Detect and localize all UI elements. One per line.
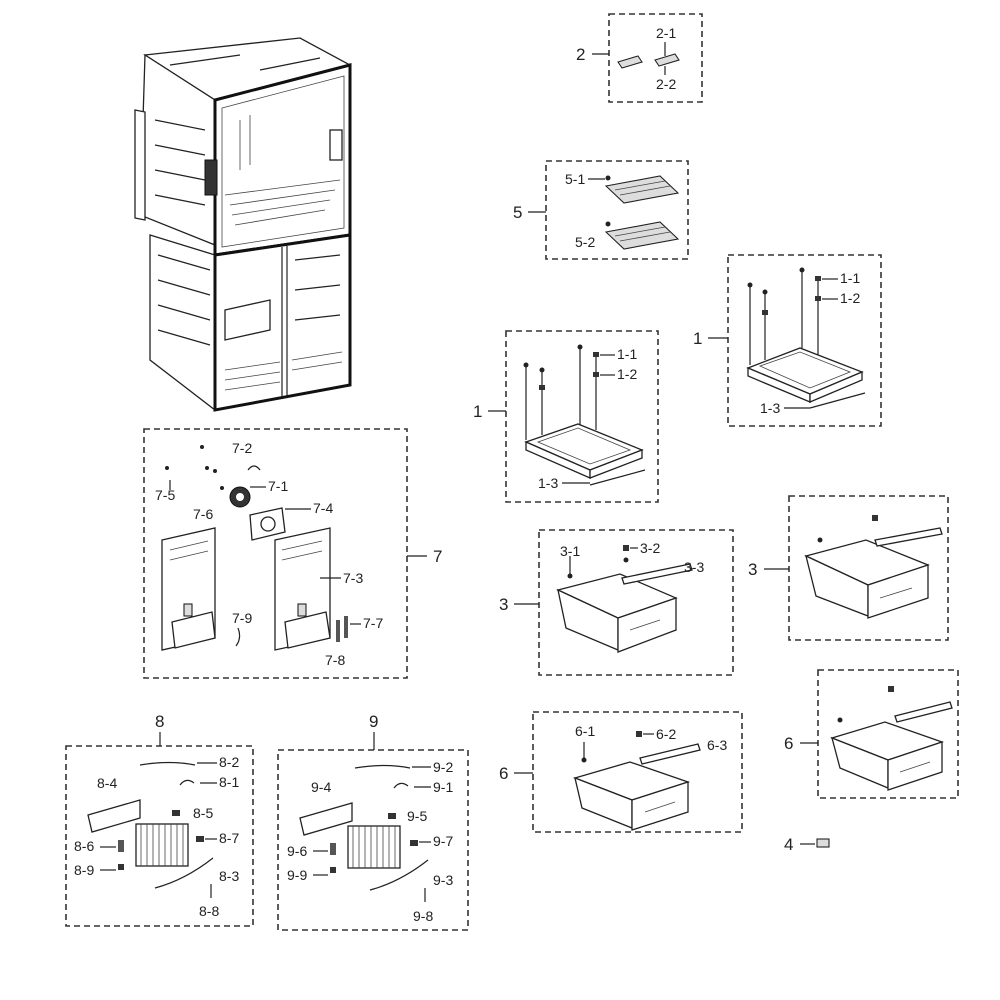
label-9-3: 9-3: [433, 872, 453, 888]
label-2-1: 2-1: [656, 25, 676, 41]
label-6-3: 6-3: [707, 737, 727, 753]
label-1-left-1: 1-1: [617, 346, 637, 362]
part-2-hinges: [617, 42, 680, 75]
group-8-label: 8: [155, 712, 164, 731]
label-5-1: 5-1: [565, 171, 585, 187]
label-1-left-2: 1-2: [617, 366, 637, 382]
label-7-4: 7-4: [313, 500, 333, 516]
part-3-left-drawer: [556, 556, 693, 653]
part-1-left-shelf: [523, 344, 646, 486]
label-9-5: 9-5: [407, 808, 427, 824]
label-7-9: 7-9: [232, 610, 252, 626]
group-7-label: 7: [433, 547, 442, 566]
part-9-condenser-assembly: [299, 764, 429, 902]
label-9-8: 9-8: [413, 908, 433, 924]
group-3-right-label: 3: [748, 560, 757, 579]
group-5-box: [545, 160, 689, 260]
label-1-left-3: 1-3: [538, 475, 558, 491]
label-3-1: 3-1: [560, 543, 580, 559]
label-2-2: 2-2: [656, 76, 676, 92]
label-5-2: 5-2: [575, 234, 595, 250]
label-9-2: 9-2: [433, 759, 453, 775]
label-7-6: 7-6: [193, 506, 213, 522]
label-8-9: 8-9: [74, 862, 94, 878]
group-7-box: [143, 428, 408, 679]
part-6-right-drawer: [830, 686, 953, 791]
group-9-label: 9: [369, 712, 378, 731]
part-7-evaporator-covers: [161, 445, 348, 651]
label-9-4: 9-4: [311, 779, 331, 795]
label-8-2: 8-2: [219, 754, 239, 770]
part-1-right-shelf: [746, 267, 866, 409]
group-1-right-box: [727, 254, 882, 427]
label-7-7: 7-7: [363, 615, 383, 631]
group-3-left-box: [538, 529, 734, 676]
part-4-clip: [816, 838, 830, 848]
group-2-label: 2: [576, 45, 585, 64]
label-9-1: 9-1: [433, 779, 453, 795]
label-3-3: 3-3: [684, 559, 704, 575]
group-6-left-label: 6: [499, 764, 508, 783]
part-5-mats: [604, 175, 680, 250]
label-7-1: 7-1: [268, 478, 288, 494]
label-8-1: 8-1: [219, 774, 239, 790]
label-6-1: 6-1: [575, 723, 595, 739]
label-1-right-3: 1-3: [760, 400, 780, 416]
group-3-left-label: 3: [499, 595, 508, 614]
group-9-box: [277, 749, 469, 931]
label-8-8: 8-8: [199, 903, 219, 919]
group-4-label: 4: [784, 835, 793, 854]
label-7-2: 7-2: [232, 440, 252, 456]
group-1-right-label: 1: [693, 329, 702, 348]
label-1-right-1: 1-1: [840, 270, 860, 286]
group-6-right-label: 6: [784, 734, 793, 753]
part-8-condenser-assembly: [87, 761, 214, 898]
label-6-2: 6-2: [656, 726, 676, 742]
group-3-right-box: [788, 495, 949, 641]
group-6-right-box: [817, 669, 959, 799]
label-9-9: 9-9: [287, 867, 307, 883]
label-8-3: 8-3: [219, 868, 239, 884]
label-3-2: 3-2: [640, 540, 660, 556]
label-8-5: 8-5: [193, 805, 213, 821]
group-6-left-box: [532, 711, 743, 833]
group-5-label: 5: [513, 203, 522, 222]
label-9-7: 9-7: [433, 833, 453, 849]
part-3-right-drawer: [804, 515, 943, 619]
label-8-4: 8-4: [97, 775, 117, 791]
refrigerator-cabinet: [134, 37, 352, 412]
label-7-5: 7-5: [155, 487, 175, 503]
label-8-6: 8-6: [74, 838, 94, 854]
label-9-6: 9-6: [287, 843, 307, 859]
label-8-7: 8-7: [219, 830, 239, 846]
group-1-left-label: 1: [473, 402, 482, 421]
label-1-right-2: 1-2: [840, 290, 860, 306]
group-1-left-box: [505, 330, 659, 503]
part-6-left-drawer: [572, 742, 701, 831]
label-7-3: 7-3: [343, 570, 363, 586]
label-7-8: 7-8: [325, 652, 345, 668]
